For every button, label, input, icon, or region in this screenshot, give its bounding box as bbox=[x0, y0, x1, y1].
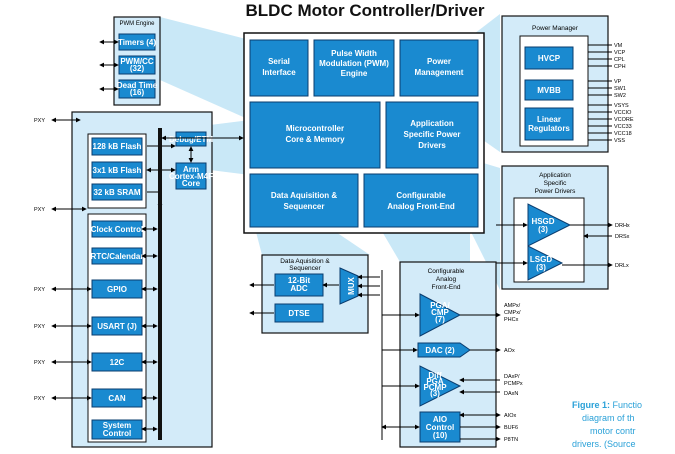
pin-pxy: PXY bbox=[34, 396, 45, 402]
sig-sw1: SW1 bbox=[614, 86, 626, 92]
power-signal-labels: VM VCP CPL CPH VP SW1 SW2 VSYS VCCIO VCO… bbox=[614, 43, 634, 144]
sram-block: 32 kB SRAM bbox=[93, 188, 140, 197]
power-manager-title: Power Manager bbox=[532, 25, 579, 32]
sig-vcc18: VCC18 bbox=[614, 131, 632, 137]
daq-label: Data Aquisition &Sequencer bbox=[271, 191, 338, 211]
sig-sw2: SW2 bbox=[614, 93, 626, 99]
hsgd-block: HSGD(3) bbox=[531, 217, 554, 234]
sig-ampx: AMPx/CMPx/PHCx bbox=[504, 303, 521, 323]
rtc-block: RTC/Calendar bbox=[91, 252, 144, 261]
sig-drsx: DRSx bbox=[615, 234, 630, 240]
sig-p8tn: P8TN bbox=[504, 437, 518, 443]
pga-cmp-block: PGA/CMP(7) bbox=[430, 301, 450, 324]
caption-line-3: drivers. (Source bbox=[572, 439, 636, 449]
dead-time-block: Dead Time(16) bbox=[117, 81, 158, 97]
clock-control-block: Clock Control bbox=[91, 225, 143, 234]
i2c-block: 12C bbox=[110, 358, 125, 367]
pin-pxy: PXY bbox=[34, 118, 45, 124]
mcu-panel: 128 kB Flash 3x1 kB Flash 32 kB SRAM Deb… bbox=[34, 111, 244, 448]
pin-pxy: PXY bbox=[34, 360, 45, 366]
timers-block: Timers (4) bbox=[118, 38, 156, 47]
caption-line-1: diagram of th bbox=[582, 413, 635, 423]
caption-line-0: Functio bbox=[613, 400, 643, 410]
caption-line-2: motor contr bbox=[590, 426, 636, 436]
sig-cpl: CPL bbox=[614, 57, 625, 63]
flash-128-block: 128 kB Flash bbox=[93, 142, 142, 151]
sig-aiox: AIOx bbox=[504, 413, 516, 419]
sig-vcp: VCP bbox=[614, 50, 626, 56]
sig-vsys: VSYS bbox=[614, 103, 629, 109]
dtse-block: DTSE bbox=[288, 309, 310, 318]
pwm-engine-panel: PWM Engine Timers (4) PWM/CC(32) Dead Ti… bbox=[99, 16, 161, 106]
mux-block: MUX bbox=[347, 276, 356, 294]
figure-caption: Figure 1: Functio diagram of th motor co… bbox=[572, 400, 642, 449]
pin-pxy: PXY bbox=[34, 324, 45, 330]
sig-vm: VM bbox=[614, 43, 623, 49]
sig-vcc33: VCC33 bbox=[614, 124, 632, 130]
daq-panel-title: Data Aquisition &Sequencer bbox=[280, 258, 330, 272]
gpio-block: GPIO bbox=[107, 285, 127, 294]
mvbb-block: MVBB bbox=[537, 86, 561, 95]
dac-block: DAC (2) bbox=[425, 346, 455, 355]
sig-daxp: DAxP/PCMPx bbox=[504, 374, 523, 387]
pin-pxy: PXY bbox=[34, 207, 45, 213]
power-signal-lines bbox=[588, 44, 612, 141]
pxy-pins: PXY PXY PXY PXY PXY PXY bbox=[34, 117, 92, 402]
pwm-engine-title: PWM Engine bbox=[119, 21, 155, 27]
sig-drlx: DRLx bbox=[615, 263, 629, 269]
pwm-cc-block: PWM/CC(32) bbox=[120, 57, 154, 73]
svg-text:Figure 1: Functio: Figure 1: Functio bbox=[572, 400, 642, 410]
sig-vp: VP bbox=[614, 79, 622, 85]
sig-vccio: VCCIO bbox=[614, 110, 632, 116]
sig-cph: CPH bbox=[614, 64, 626, 70]
caption-label: Figure 1: bbox=[572, 400, 610, 410]
sig-daxn: DAxN bbox=[504, 391, 518, 397]
diagram-title: BLDC Motor Controller/Driver bbox=[246, 1, 485, 20]
sig-vcore: VCORE bbox=[614, 117, 634, 123]
sig-drhx: DRHx bbox=[615, 223, 630, 229]
flash-3x1-block: 3x1 kB Flash bbox=[93, 166, 142, 175]
lsgd-block: LSGD(3) bbox=[530, 255, 552, 272]
usart-block: USART (J) bbox=[97, 322, 137, 331]
sig-buf6: BUF6 bbox=[504, 425, 518, 431]
hvcp-block: HVCP bbox=[538, 54, 561, 63]
debug-etm-block: Debug/ETM bbox=[169, 135, 213, 144]
can-block: CAN bbox=[108, 394, 126, 403]
sig-aox: AOx bbox=[504, 348, 515, 354]
pin-pxy: PXY bbox=[34, 287, 45, 293]
sig-vss: VSS bbox=[614, 138, 625, 144]
